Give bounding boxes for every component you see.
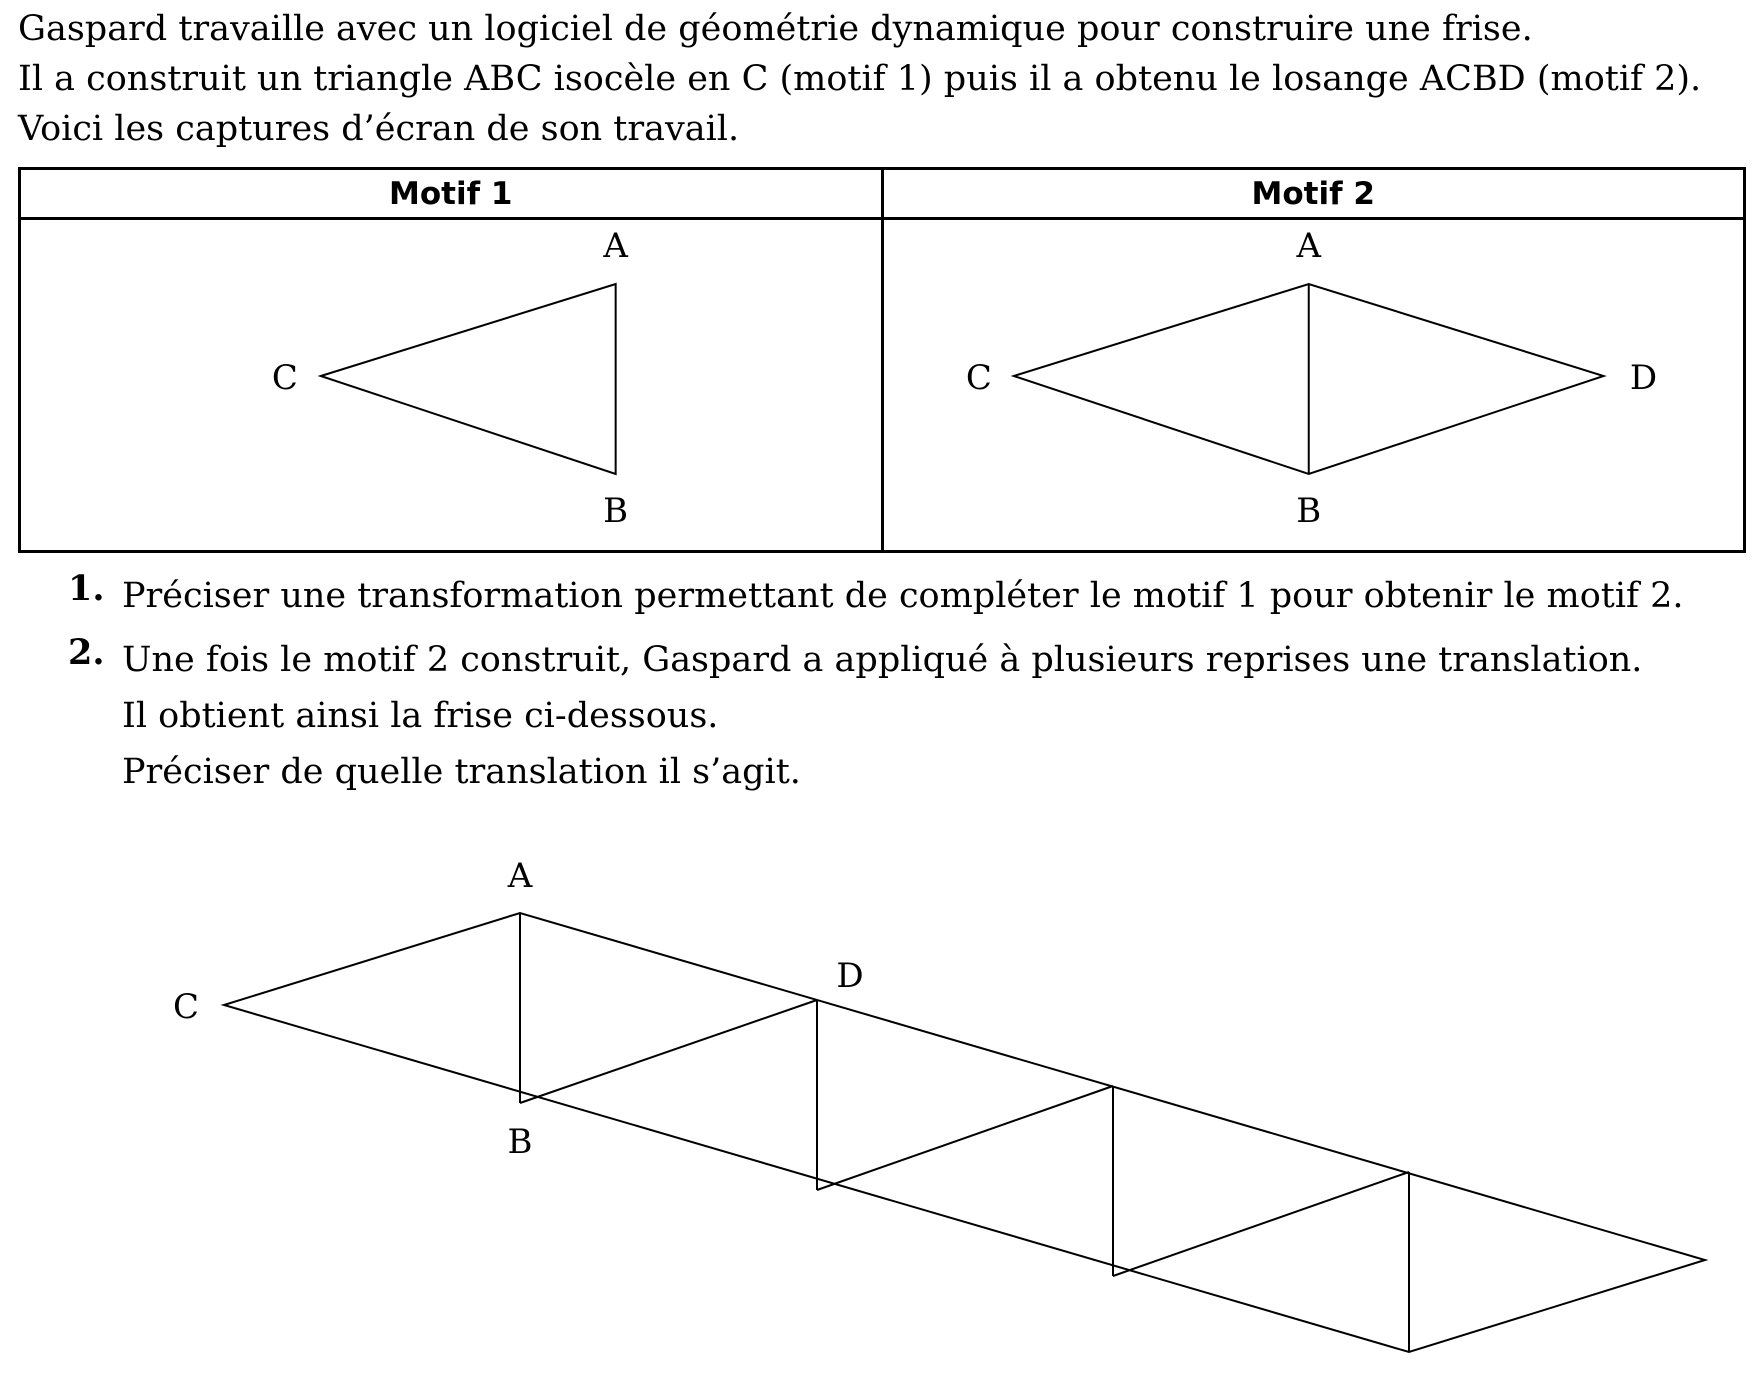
motif-2-header: Motif 2 bbox=[880, 167, 1746, 220]
intro-line-2: Il a construit un triangle ABC isocèle e… bbox=[18, 59, 1702, 99]
frise-label-b: B bbox=[508, 1122, 533, 1162]
motif-table-figure-row: A C B A C D B bbox=[18, 217, 1746, 553]
frise-outline bbox=[220, 911, 1709, 1354]
intro-line-3: Voici les captures d’écran de son travai… bbox=[18, 109, 740, 149]
motif-2-label-d: D bbox=[1629, 358, 1656, 398]
motif-2-figure: A C D B bbox=[965, 226, 1656, 531]
frise-figure: A C D B bbox=[173, 856, 1709, 1354]
motif-2-label-b: B bbox=[1296, 491, 1321, 531]
motif-2-cell: A C D B bbox=[880, 217, 1746, 553]
intro-text: Gaspard travaille avec un logiciel de gé… bbox=[18, 4, 1738, 154]
motif-2-label-c: C bbox=[965, 358, 991, 398]
question-2-line-2: Il obtient ainsi la frise ci-dessous. bbox=[122, 696, 719, 736]
motif-table: Motif 1 Motif 2 A C B A C D B bbox=[18, 167, 1746, 553]
frise-label-c: C bbox=[173, 987, 199, 1027]
question-2-line-1: Une fois le motif 2 construit, Gaspard a… bbox=[122, 640, 1643, 680]
frise-segment-diagonal-3 bbox=[1112, 1171, 1410, 1277]
question-1-number: 1. bbox=[68, 568, 105, 609]
question-2: 2. Une fois le motif 2 construit, Gaspar… bbox=[68, 632, 1728, 800]
motif-table-header-row: Motif 1 Motif 2 bbox=[18, 167, 1746, 220]
motif-2-label-a: A bbox=[1295, 226, 1321, 266]
frise-segment-bd bbox=[519, 999, 818, 1104]
frise-label-d: D bbox=[836, 956, 863, 996]
motif-1-label-a: A bbox=[602, 226, 628, 266]
triangle-abc bbox=[317, 282, 617, 476]
motif-1-cell: A C B bbox=[18, 217, 884, 553]
motif-1-header: Motif 1 bbox=[18, 167, 884, 220]
frise-segment-diagonal-2 bbox=[816, 1085, 1114, 1191]
question-list: 1. Préciser une transformation permettan… bbox=[68, 568, 1728, 808]
frise-label-a: A bbox=[507, 856, 533, 896]
motif-1-label-b: B bbox=[603, 491, 628, 531]
motif-1-figure: A C B bbox=[272, 226, 629, 531]
question-1: 1. Préciser une transformation permettan… bbox=[68, 568, 1728, 624]
question-1-line-1: Préciser une transformation permettant d… bbox=[122, 576, 1684, 616]
intro-line-1: Gaspard travaille avec un logiciel de gé… bbox=[18, 9, 1533, 49]
question-2-number: 2. bbox=[68, 632, 105, 673]
question-2-line-3: Préciser de quelle translation il s’agit… bbox=[122, 752, 801, 792]
rhombus-acbd bbox=[1010, 282, 1607, 476]
motif-1-label-c: C bbox=[272, 358, 298, 398]
